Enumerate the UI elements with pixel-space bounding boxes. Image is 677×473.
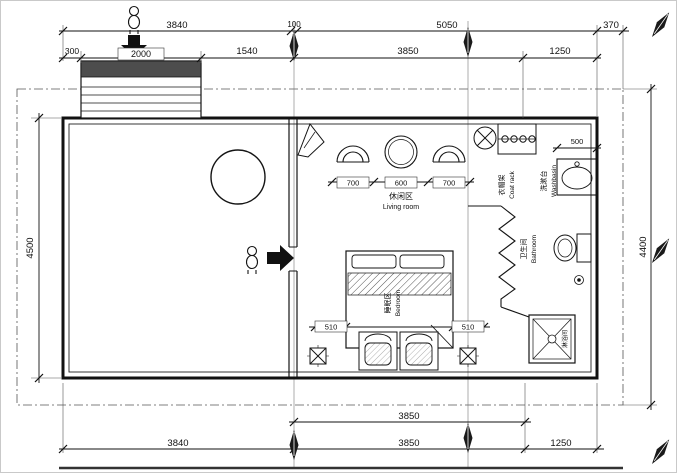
dim-sofa-700a: 700 [347, 179, 360, 188]
coffee-table [384, 135, 418, 169]
dim-top-5050: 5050 [436, 20, 457, 31]
living-room-label-en: Living room [383, 204, 419, 211]
compass-needle-icon [647, 9, 674, 40]
dim-top2-300: 300 [65, 46, 79, 56]
dim-bed-510a: 510 [325, 323, 338, 332]
dim-bed-510b: 510 [462, 323, 475, 332]
pillow [351, 254, 397, 269]
dim-top2-1540: 1540 [236, 46, 257, 57]
coat-rack-label-zh: 衣帽架 [497, 175, 506, 196]
dim-top2-2000: 2000 [131, 49, 151, 59]
dim-bottom1-3850: 3850 [398, 411, 419, 422]
eaves-boundary [16, 88, 624, 406]
person-icon [245, 245, 259, 275]
shower-label-zh: 淋浴间 [561, 330, 569, 348]
bathroom-label-en: Bathroom [531, 235, 538, 263]
foot-chair-icon [358, 331, 398, 371]
dim-right-4400: 4400 [638, 236, 649, 257]
person-icon-top [127, 5, 141, 35]
entry-arrow-down-icon [121, 35, 147, 57]
washbasin-label-en: Washbasin [551, 165, 558, 197]
armchair-icon [432, 145, 466, 163]
living-room-furniture [336, 135, 466, 169]
column-symbol [306, 344, 330, 368]
room-labels: 休闲区 Living room 衣帽架 Coat rack 洗漱台 Washba… [383, 165, 569, 348]
living-room-label-zh: 休闲区 [389, 191, 413, 201]
dimension-label-boxes [117, 47, 485, 333]
compass-needle-icon [647, 235, 674, 266]
dimension-texts: 3840 100 5050 370 300 2000 1540 3850 125… [25, 20, 649, 449]
dim-bottom2-3850: 3850 [398, 438, 419, 449]
dim-left-4500: 4500 [25, 237, 36, 258]
washbasin-label-zh: 洗漱台 [539, 171, 548, 192]
dim-bottom2-1250: 1250 [550, 438, 571, 449]
armchair-icon [336, 145, 370, 163]
divider-wall [288, 118, 298, 378]
round-table [210, 149, 266, 205]
dim-top-3840: 3840 [166, 20, 187, 31]
coat-rack-label-en: Coat rack [509, 170, 516, 199]
compass-needle-icon [647, 436, 674, 467]
foot-chair-icon [399, 331, 439, 371]
dim-sofa-600: 600 [395, 179, 408, 188]
door-symbol [297, 122, 325, 158]
inner-wall-face [68, 123, 592, 373]
entrance-stairs [80, 60, 202, 119]
shower-cabin [528, 314, 576, 364]
toilet-fixture [553, 233, 592, 285]
bathroom-label-zh: 卫生间 [519, 239, 528, 260]
coat-rack-fixture [497, 123, 537, 155]
building-walls [61, 116, 599, 380]
outer-wall [61, 116, 599, 380]
washbasin-fixture [556, 158, 598, 196]
pillow [399, 254, 445, 269]
bedroom-label-en: Bedroom [395, 290, 402, 316]
extension-lines [31, 25, 657, 453]
dim-bottom2-3840: 3840 [167, 438, 188, 449]
dim-basin-500: 500 [571, 137, 584, 146]
axis-needle-markers [289, 9, 674, 467]
dim-top-100: 100 [287, 20, 301, 29]
dim-top2-1250: 1250 [549, 46, 570, 57]
entry-arrow-right-icon [267, 245, 294, 271]
axis-grid-lines [293, 21, 469, 468]
blanket-fold [430, 324, 454, 349]
column-symbol [456, 344, 480, 368]
bathroom-partition [468, 205, 530, 318]
fan-symbol [473, 126, 497, 150]
bedroom-label-zh: 睡眠区 [384, 293, 392, 314]
dim-sofa-700b: 700 [443, 179, 456, 188]
blanket-hatch [347, 272, 452, 296]
dim-top2-3850: 3850 [397, 46, 418, 57]
dim-top-370: 370 [603, 20, 619, 31]
